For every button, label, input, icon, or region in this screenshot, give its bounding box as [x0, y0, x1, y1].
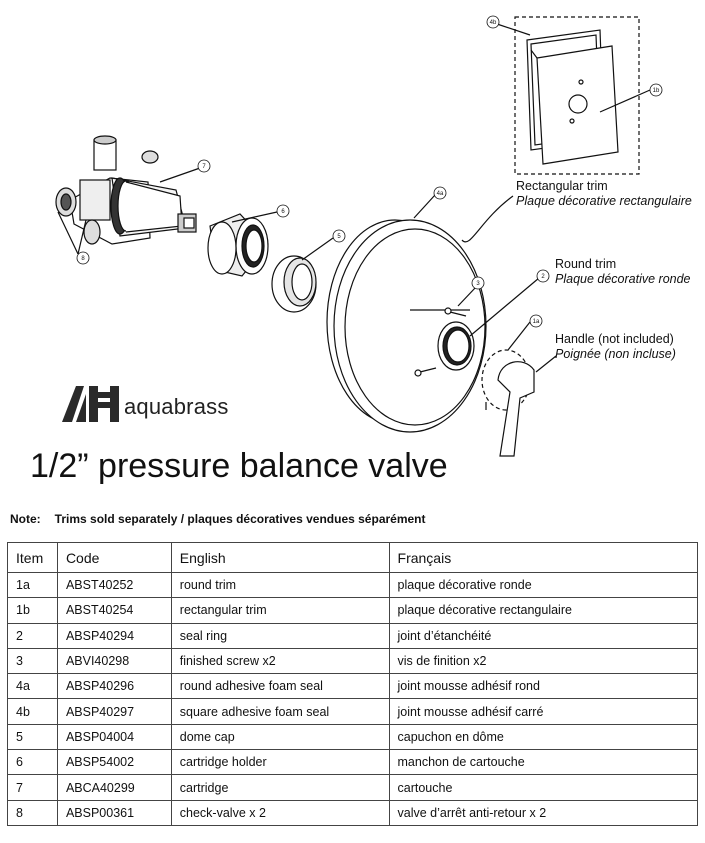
- callout-4b: 4b: [490, 20, 497, 26]
- cell-code: ABSP40296: [56, 673, 172, 700]
- page-title: 1/2” pressure balance valve: [30, 447, 448, 485]
- dome-cap: [271, 255, 317, 313]
- header-item: Item: [7, 542, 58, 573]
- cartridge-holder: [207, 213, 269, 277]
- cell-english: round adhesive foam seal: [170, 673, 390, 700]
- header-english: English: [170, 542, 390, 573]
- cell-francais: joint mousse adhésif carré: [388, 698, 699, 725]
- cell-english: round trim: [170, 571, 390, 599]
- handle-label-fr: Poignée (non incluse): [555, 347, 676, 361]
- cell-francais: cartouche: [388, 774, 699, 801]
- cell-item: 4b: [7, 698, 58, 725]
- cell-item: 2: [7, 622, 58, 649]
- valve-body: [55, 135, 197, 245]
- note-label: Note:: [10, 512, 41, 526]
- cell-english: finished screw x2: [170, 647, 390, 675]
- round-trim: [326, 219, 487, 433]
- cell-item: 3: [7, 647, 58, 675]
- note: Note: Trims sold separately / plaques déc…: [10, 512, 426, 526]
- header-francais: Français: [388, 542, 699, 573]
- cell-francais: capuchon en dôme: [388, 723, 699, 751]
- round-trim-label-fr: Plaque décorative ronde: [555, 272, 691, 286]
- cell-code: ABVI40298: [56, 647, 172, 675]
- callout-7: 7: [202, 164, 206, 170]
- round-trim-label-en: Round trim: [555, 257, 617, 271]
- cell-item: 1a: [7, 571, 58, 599]
- callout-1b: 1b: [653, 88, 660, 94]
- cell-english: dome cap: [170, 723, 390, 751]
- cell-english: seal ring: [170, 622, 390, 649]
- cell-francais: joint d’étanchéité: [388, 622, 699, 649]
- cell-item: 4a: [7, 673, 58, 700]
- cell-code: ABSP40297: [56, 698, 172, 725]
- callout-8: 8: [81, 256, 85, 262]
- rectangular-trim-plate: [536, 45, 619, 165]
- cell-english: square adhesive foam seal: [170, 698, 390, 725]
- cell-code: ABSP04004: [56, 723, 172, 751]
- round-trim-label: Round trim Plaque décorative ronde: [555, 257, 691, 287]
- callout-1a: 1a: [533, 319, 540, 325]
- cell-code: ABSP54002: [56, 749, 172, 776]
- cell-item: 7: [7, 774, 58, 801]
- note-text: Trims sold separately / plaques décorati…: [54, 512, 426, 526]
- callout-5: 5: [337, 234, 341, 240]
- brand-name: aquabrass: [124, 394, 229, 419]
- callout-6: 6: [281, 209, 285, 215]
- rectangular-trim-label-en: Rectangular trim: [516, 179, 608, 193]
- cell-item: 1b: [7, 597, 58, 624]
- cell-code: ABSP40294: [56, 622, 172, 649]
- cell-code: ABST40252: [56, 571, 172, 599]
- aquabrass-logo-icon: [62, 386, 119, 422]
- callout-2: 2: [541, 274, 545, 280]
- rectangular-trim-label-fr: Plaque décorative rectangulaire: [516, 194, 692, 208]
- cell-english: rectangular trim: [170, 597, 390, 624]
- cell-francais: joint mousse adhésif rond: [388, 673, 699, 700]
- cell-item: 8: [7, 799, 58, 826]
- cell-english: cartridge: [170, 774, 390, 801]
- handle-label: Handle (not included) Poignée (non inclu…: [555, 332, 676, 362]
- callout-4a: 4a: [437, 191, 444, 197]
- finished-screws: [414, 307, 467, 377]
- cell-code: ABSP00361: [56, 799, 172, 826]
- cell-item: 6: [7, 749, 58, 776]
- cell-code: ABST40254: [56, 597, 172, 624]
- handle-label-en: Handle (not included): [555, 332, 674, 346]
- cell-francais: plaque décorative ronde: [388, 571, 699, 599]
- cell-francais: vis de finition x2: [388, 647, 699, 675]
- cell-francais: plaque décorative rectangulaire: [388, 597, 699, 624]
- cell-francais: manchon de cartouche: [388, 749, 699, 776]
- table-header-row: Item Code English Français: [7, 542, 699, 573]
- callout-3: 3: [476, 281, 480, 287]
- rectangular-trim-label: Rectangular trim Plaque décorative recta…: [516, 179, 692, 209]
- cell-code: ABCA40299: [56, 774, 172, 801]
- rectangular-trim-frame: [514, 16, 640, 175]
- exploded-diagram: 4b 1b 7 6 5 4a 3 2 1a 8: [55, 15, 663, 457]
- cell-english: check-valve x 2: [170, 799, 390, 826]
- cell-english: cartridge holder: [170, 749, 390, 776]
- cell-francais: valve d’arrêt anti-retour x 2: [388, 799, 699, 826]
- handle-lever: [485, 361, 535, 457]
- header-code: Code: [56, 542, 172, 573]
- cell-item: 5: [7, 723, 58, 751]
